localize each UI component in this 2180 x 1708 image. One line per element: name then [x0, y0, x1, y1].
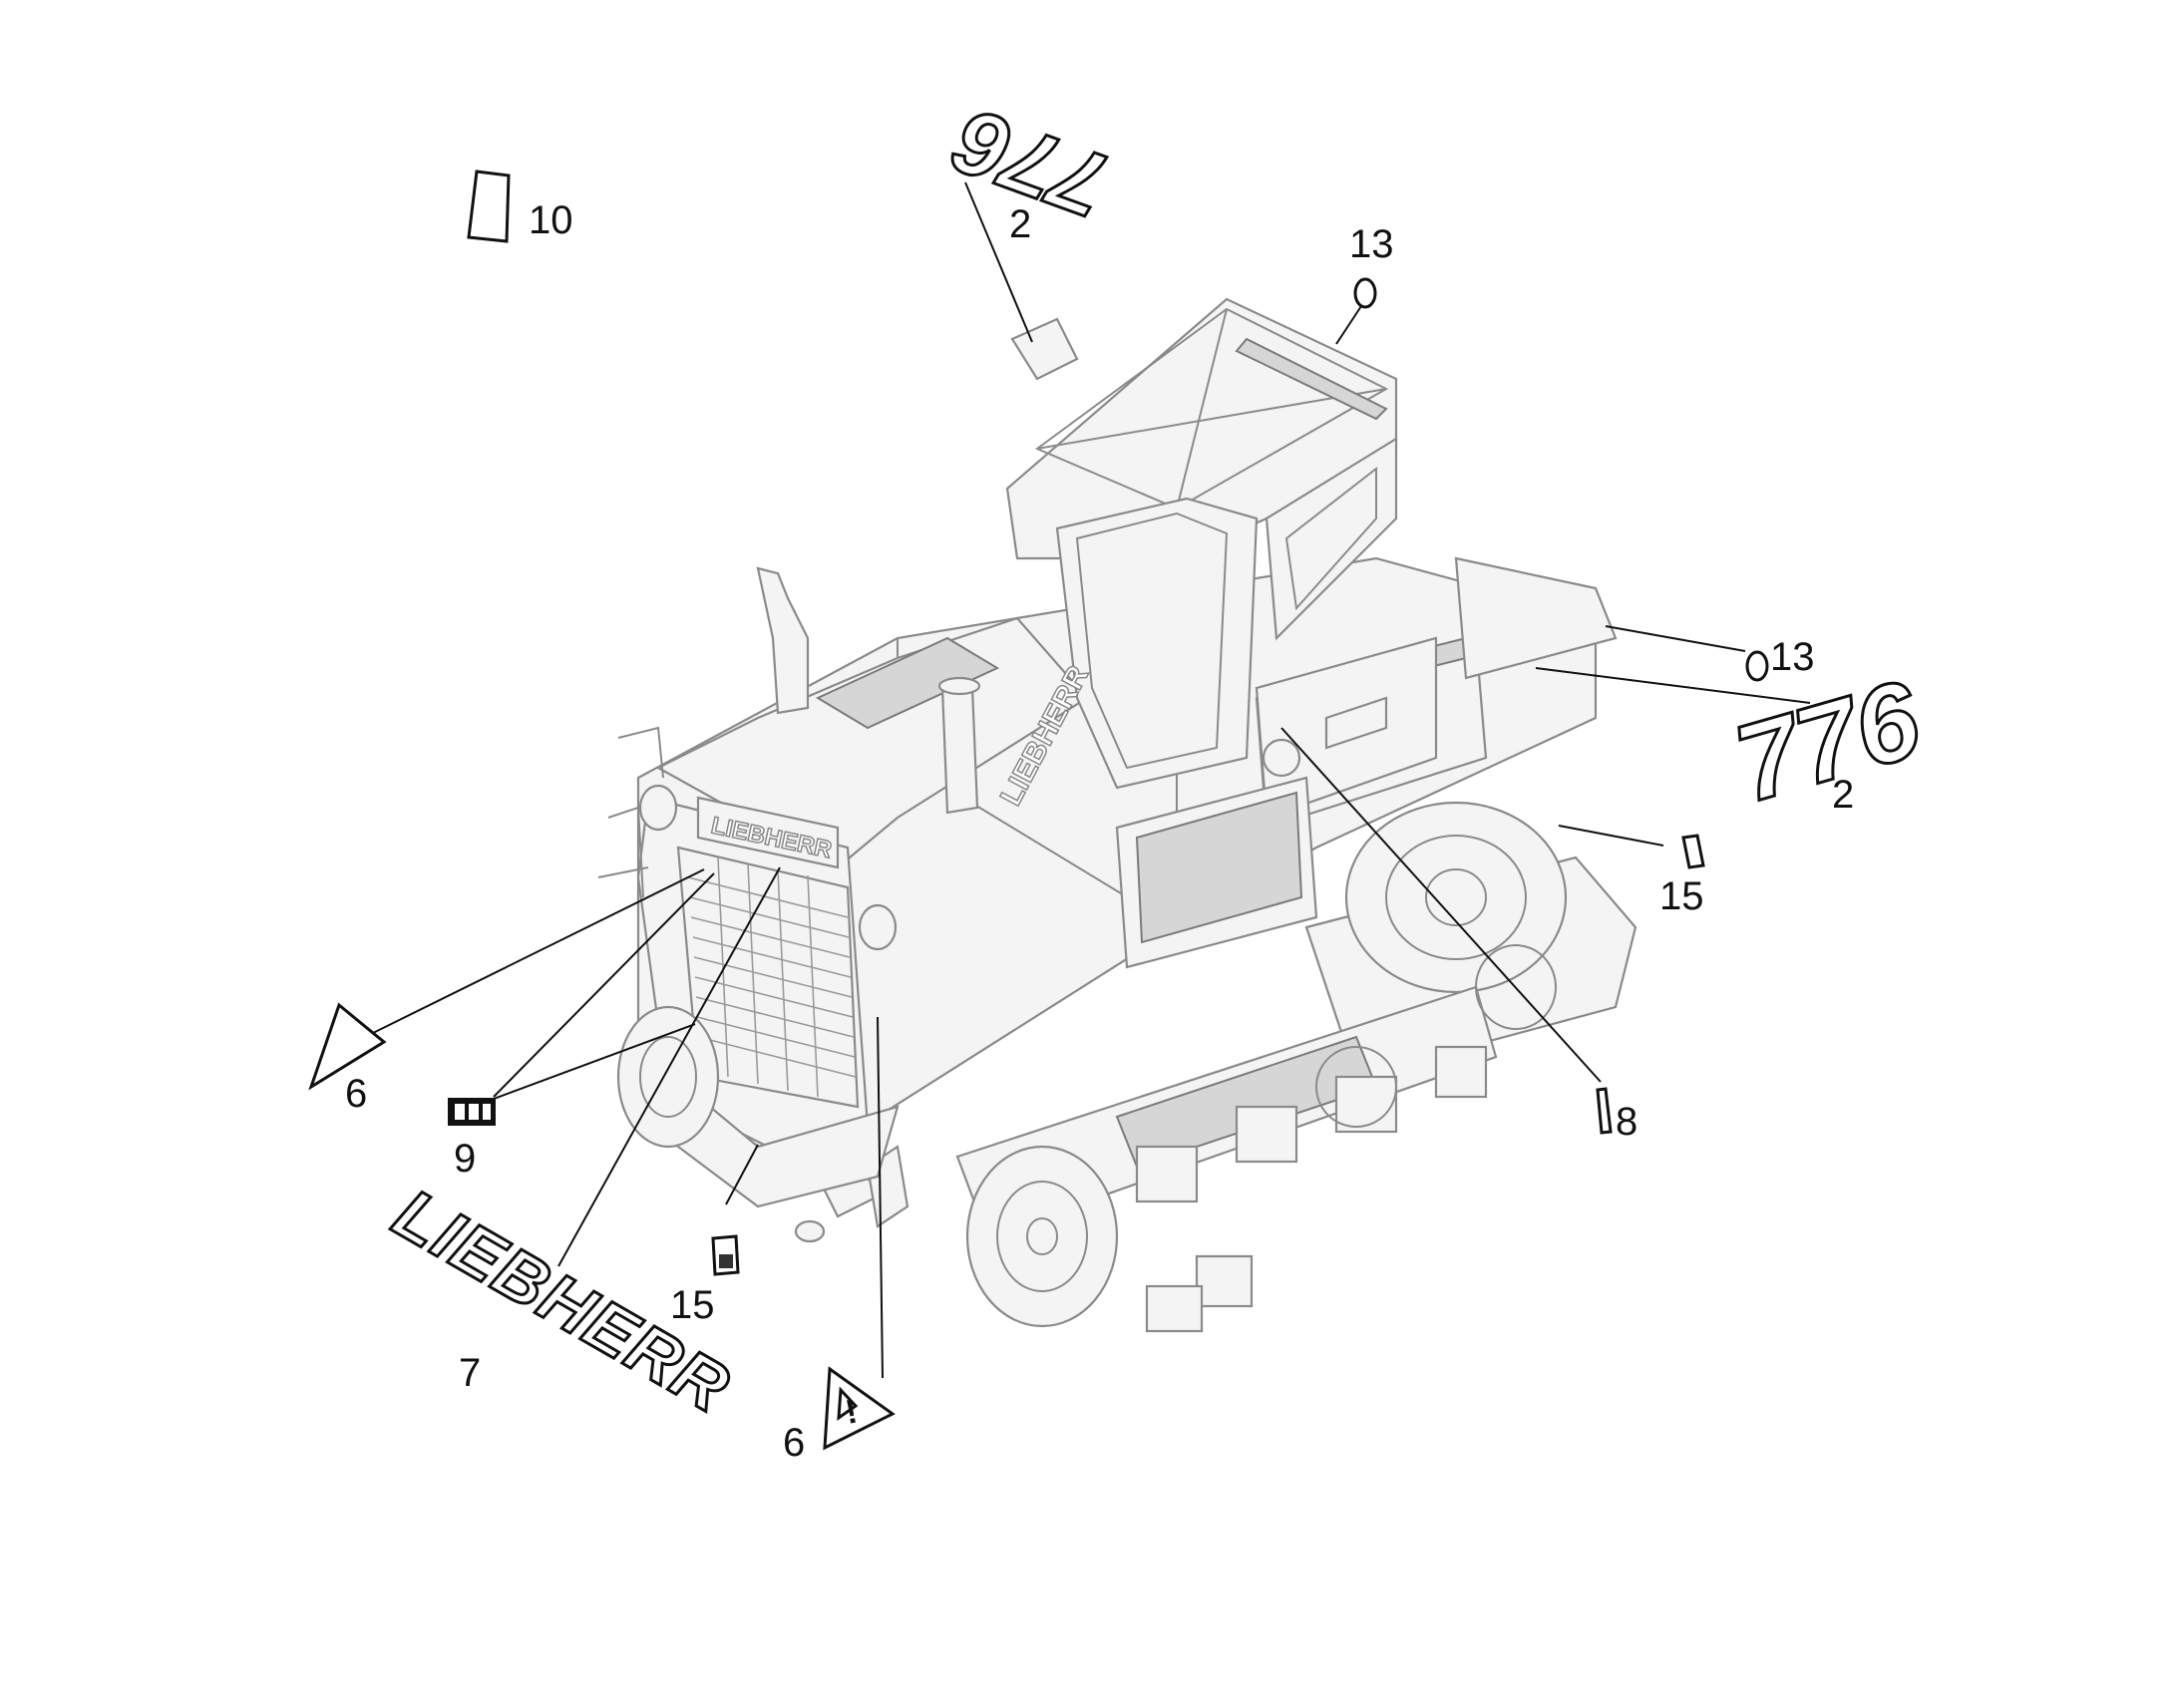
callout-10: 10 [529, 198, 573, 242]
round-decal-13-right [1745, 650, 1769, 682]
callout-13-top: 13 [1349, 222, 1394, 266]
plate-decal-8 [1596, 1087, 1613, 1135]
round-decal-13-top [1353, 277, 1377, 309]
callout-6-lower: 6 [783, 1421, 805, 1465]
callout-13-right: 13 [1770, 635, 1815, 679]
warning-triangle-decal-6-left [308, 1002, 387, 1091]
operator-cab [1005, 297, 1398, 790]
warning-triangle-decal-6-lower [823, 1366, 896, 1451]
callout-7: 7 [459, 1351, 481, 1395]
callout-6-left: 6 [345, 1072, 367, 1116]
callout-numbers: 10 2 13 13 2 15 8 6 9 15 7 6 [345, 198, 1854, 1465]
callout-8: 8 [1616, 1100, 1637, 1144]
callout-9: 9 [454, 1137, 476, 1181]
callout-2-right: 2 [1832, 773, 1854, 817]
crawler-tractor-illustration: LIEBHERR [597, 297, 1637, 1333]
callout-15-lower: 15 [670, 1283, 715, 1327]
leader-lines [368, 181, 1811, 1379]
right-side-housings [1115, 636, 1438, 969]
track-assembly [955, 801, 1637, 1333]
plate-decal-15-right [1681, 834, 1705, 869]
callout-15-right: 15 [1659, 874, 1704, 918]
plate-decal-10 [467, 170, 511, 243]
model-decal-side: 776 [1723, 657, 1934, 826]
callout-2-top: 2 [1009, 202, 1031, 246]
